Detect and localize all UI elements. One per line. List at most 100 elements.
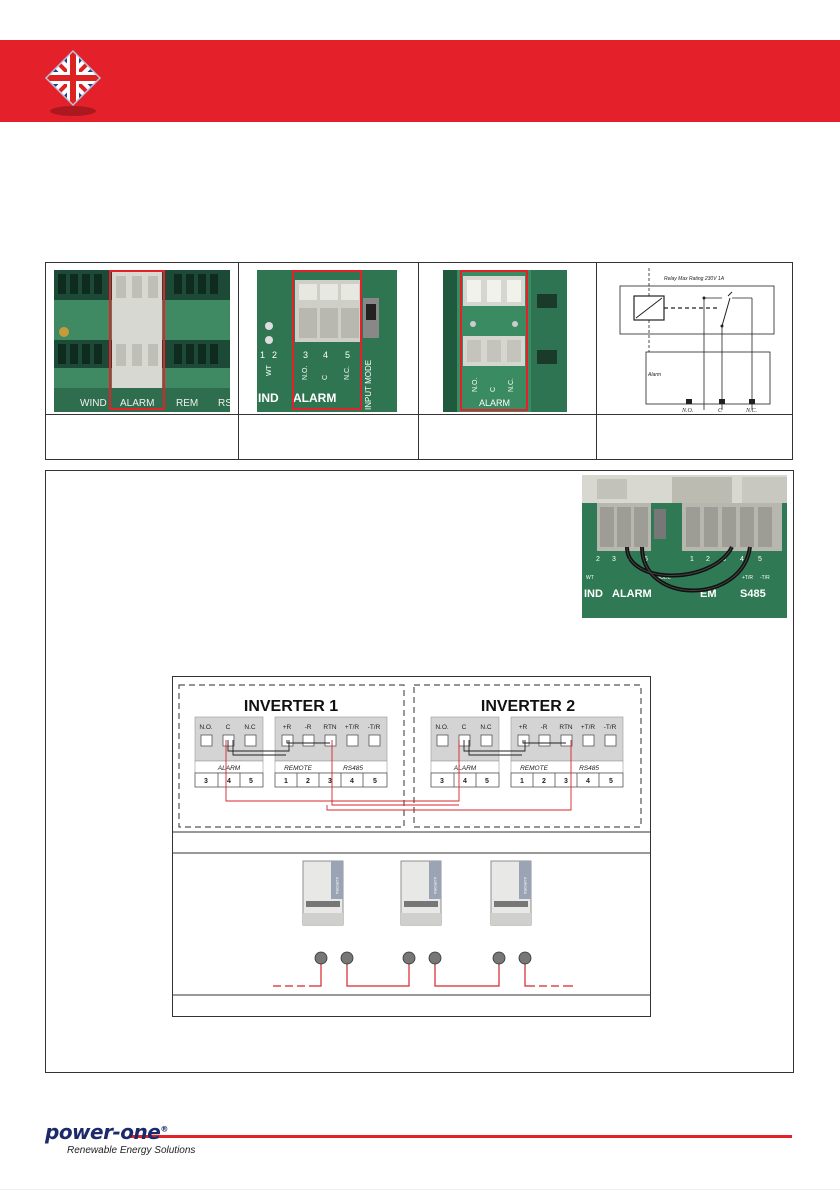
photo1-label-rem: REM xyxy=(176,398,198,409)
wiring-label-s485: S485 xyxy=(740,588,766,600)
photo-connector-board-3: N.O. C N.C. ALARM xyxy=(443,270,567,412)
page-bottom-edge xyxy=(0,1189,840,1190)
inverter-1-title: INVERTER 1 xyxy=(244,698,338,715)
photo2-num-2: 2 xyxy=(272,350,277,360)
inv2-num-5: 5 xyxy=(485,778,489,785)
footer-line xyxy=(130,1135,792,1138)
inv2-group-alarm: ALARM xyxy=(453,765,477,772)
uk-flag-icon xyxy=(44,49,102,107)
inv2-term-plus-tr: +T/R xyxy=(581,724,596,731)
inv2-num-2: 2 xyxy=(542,778,546,785)
photo1-label-rs: RS xyxy=(218,398,230,409)
inv1-term-plus-r: +R xyxy=(283,724,292,731)
photo-connector-board-1: WIND ALARM REM RS xyxy=(54,270,230,412)
unit1-brand: AURORA xyxy=(335,877,340,894)
wiring-num-2b: 2 xyxy=(706,556,710,563)
wiring-num-2: 2 xyxy=(596,556,600,563)
inv1-term-rtn: RTN xyxy=(323,724,337,731)
inv2-num-3: 3 xyxy=(440,778,444,785)
inv1-group-alarm: ALARM xyxy=(217,765,241,772)
inv1-num-3b: 3 xyxy=(328,778,332,785)
photo1-label-wind: WIND xyxy=(80,398,107,409)
photo-wiring-connection: 2 3 4 5 1 2 3 4 5 WT MODE +T/R -T/R IND … xyxy=(582,475,787,618)
photo2-num-4: 4 xyxy=(323,350,328,360)
relay-c-label: C xyxy=(718,408,723,414)
inv1-num-4: 4 xyxy=(227,778,231,785)
inverter-2-title: INVERTER 2 xyxy=(481,698,575,715)
inverter-1-terminal-block xyxy=(194,716,388,788)
photo1-label-alarm: ALARM xyxy=(120,398,154,409)
photo2-num-1: 1 xyxy=(260,350,265,360)
logo-registered: ® xyxy=(160,1124,168,1134)
inverter-unit-2: AURORA xyxy=(400,860,442,926)
inv1-term-c: C xyxy=(226,724,231,731)
wiring-diagram: INVERTER 1 INVERTER 2 N.O. C N.C +R -R xyxy=(172,676,651,1017)
inv2-term-nc: N.C xyxy=(480,724,492,731)
wiring-label-tr-plus: +T/R xyxy=(742,575,753,581)
photo2-label-c: C xyxy=(322,375,329,380)
photo2-label-input-mode: INPUT MODE xyxy=(364,360,373,410)
inv1-term-no: N.O. xyxy=(199,724,213,731)
photo3-label-no: N.O. xyxy=(472,378,479,392)
unit2-brand: AURORA xyxy=(433,877,438,894)
relay-schematic: Relay Max Rating 230V 1A Alarm N.O. C N.… xyxy=(612,268,782,414)
wiring-num-5: 5 xyxy=(644,556,648,563)
relay-no-label: N.O. xyxy=(681,408,693,414)
inv2-term-plus-r: +R xyxy=(519,724,528,731)
photo2-num-5: 5 xyxy=(345,350,350,360)
inv1-term-minus-r: -R xyxy=(305,724,312,731)
photo2-label-alarm: ALARM xyxy=(293,391,336,405)
inv1-term-plus-tr: +T/R xyxy=(345,724,360,731)
inv2-num-3b: 3 xyxy=(564,778,568,785)
photo3-label-alarm: ALARM xyxy=(479,398,510,408)
inv1-term-minus-tr: -T/R xyxy=(368,724,381,731)
inv2-group-remote: REMOTE xyxy=(520,765,548,772)
wiring-section xyxy=(45,470,794,1073)
wiring-label-mode: MODE xyxy=(656,575,672,581)
inv2-term-minus-tr: -T/R xyxy=(604,724,617,731)
inv1-term-nc: N.C xyxy=(244,724,256,731)
inv2-num-5b: 5 xyxy=(609,778,613,785)
photo3-label-nc: N.C. xyxy=(508,378,515,392)
inv2-term-minus-r: -R xyxy=(541,724,548,731)
photo3-label-c: C xyxy=(490,387,497,392)
wiring-label-alarm: ALARM xyxy=(612,588,652,600)
header-banner xyxy=(0,40,840,122)
inv1-group-remote: REMOTE xyxy=(284,765,312,772)
inv1-num-5: 5 xyxy=(249,778,253,785)
inverter-unit-1: AURORA xyxy=(302,860,344,926)
inv1-num-2: 2 xyxy=(306,778,310,785)
photo-table xyxy=(45,262,793,460)
unit3-brand: AURORA xyxy=(523,877,528,894)
photo2-num-3: 3 xyxy=(303,350,308,360)
inv1-num-5b: 5 xyxy=(373,778,377,785)
wiring-label-tr-minus: -T/R xyxy=(760,575,770,581)
photo-connector-board-2: 1 2 3 4 5 WT IND ALARM N.O. C N.C. INPUT… xyxy=(257,270,397,412)
photo-cell-1 xyxy=(46,263,239,459)
inv2-num-4b: 4 xyxy=(586,778,590,785)
photo-cell-2 xyxy=(239,263,419,459)
wiring-num-4b: 4 xyxy=(740,556,744,563)
relay-alarm-label: Alarm xyxy=(647,372,661,378)
inv1-num-3: 3 xyxy=(204,778,208,785)
inverter-unit-3: AURORA xyxy=(490,860,532,926)
inv2-term-no: N.O. xyxy=(435,724,449,731)
relay-rating-label: Relay Max Rating 230V 1A xyxy=(664,276,725,282)
inv2-group-rs485: RS485 xyxy=(579,765,599,772)
logo-wordmark: power-one xyxy=(45,1120,161,1144)
wiring-num-1b: 1 xyxy=(690,556,694,563)
logo-text: power-one® xyxy=(45,1120,168,1144)
photo2-label-no: N.O. xyxy=(302,366,309,380)
inv2-term-rtn: RTN xyxy=(559,724,573,731)
photo2-label-nc: N.C. xyxy=(344,366,351,380)
wiring-label-ind: IND xyxy=(584,588,603,600)
inv1-group-rs485: RS485 xyxy=(343,765,363,772)
inverter-2-terminal-block xyxy=(430,716,624,788)
wiring-num-3: 3 xyxy=(612,556,616,563)
flag-shadow xyxy=(50,106,96,116)
caption-row xyxy=(46,414,792,415)
photo-cell-3 xyxy=(419,263,597,459)
power-one-logo: power-one® Renewable Energy Solutions xyxy=(45,1120,195,1160)
inv1-num-4b: 4 xyxy=(350,778,354,785)
inv2-num-4: 4 xyxy=(463,778,467,785)
